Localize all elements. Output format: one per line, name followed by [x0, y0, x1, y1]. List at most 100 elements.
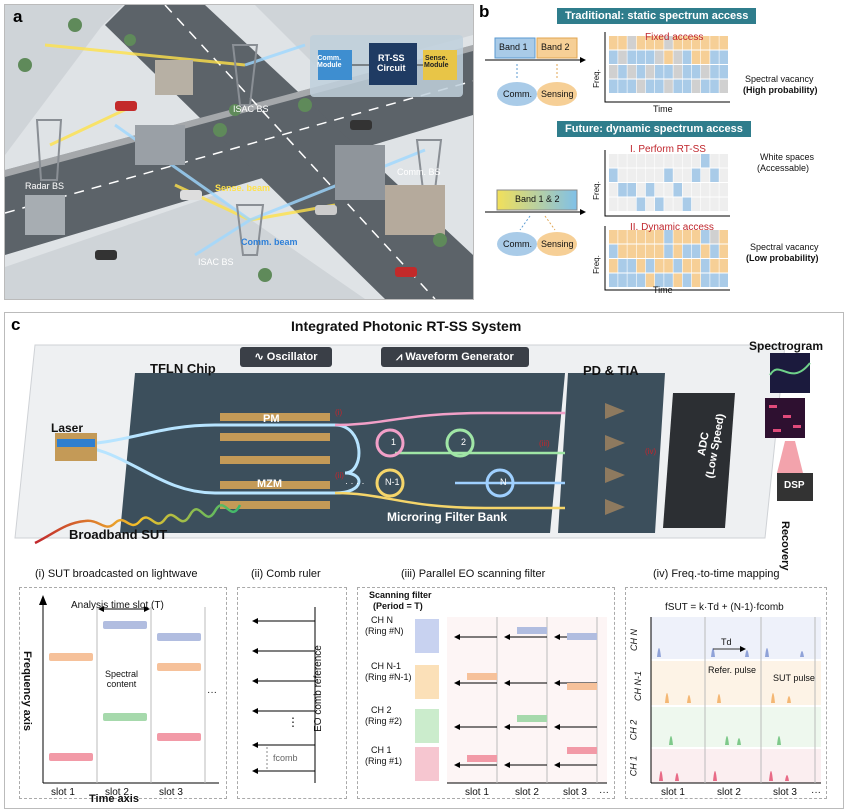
spectrum-cell — [719, 36, 728, 50]
band12-label: Band 1 & 2 — [515, 194, 560, 204]
spectrum-cell — [636, 273, 646, 287]
spectrum-cell — [691, 79, 701, 93]
comm-beam-label: Comm. beam — [241, 237, 298, 247]
ring-label: (Ring #2) — [365, 716, 403, 726]
low-probability-label: (Low probability) — [746, 253, 819, 263]
spectrum-cell — [609, 65, 618, 79]
sub-iv-ellipsis: ··· — [811, 787, 821, 798]
spectrum-cell — [710, 230, 719, 244]
spectrum-cell — [691, 244, 701, 258]
spectrum-cell — [627, 183, 636, 197]
sub-i-ellipsis: ··· — [207, 687, 217, 698]
spectrum-cell — [691, 183, 701, 197]
spectrogram-label: Spectrogram — [749, 339, 824, 353]
sub-i-title: (i) SUT broadcasted on lightwave — [35, 568, 198, 580]
spectrum-cell — [710, 36, 719, 50]
sub-iii-title: (iii) Parallel EO scanning filter — [401, 568, 546, 580]
period-label: (Period = T) — [373, 601, 423, 611]
spectrum-cell — [673, 244, 682, 258]
spectrum-cell — [618, 230, 627, 244]
band2-label: Band 2 — [541, 42, 570, 52]
ring-label: (Ring #N) — [365, 626, 404, 636]
frequency-axis-label: Frequency axis — [21, 650, 34, 732]
spectrum-cell — [673, 50, 682, 64]
channel-label: CH N — [371, 615, 393, 625]
spectrum-cell — [609, 259, 618, 273]
spectrum-cell — [645, 244, 655, 258]
channel-label: CH 2 — [371, 705, 392, 715]
spectrum-cell — [655, 168, 664, 182]
spectrum-cell — [655, 197, 664, 211]
spectrum-cell — [691, 273, 701, 287]
spectrum-cell — [673, 259, 682, 273]
spectrum-cell — [636, 197, 646, 211]
accessable-label: (Accessable) — [757, 163, 810, 173]
recovery-label: Recovery — [779, 521, 791, 571]
oscillator-box: ∿ Oscillator — [240, 347, 332, 367]
future-title: Future: dynamic spectrum access — [557, 121, 751, 137]
spectrum-cell — [618, 154, 627, 168]
spectrum-cell — [673, 65, 682, 79]
sub-iv-slot-3: slot 3 — [773, 787, 797, 798]
spectrum-cell — [664, 50, 673, 64]
spectrum-cell — [655, 244, 664, 258]
microring-bank-label: Microring Filter Bank — [387, 510, 508, 524]
oscillator-icon: ∿ — [254, 351, 267, 363]
marker-i: (i) — [335, 408, 343, 417]
spectrum-cell — [627, 197, 636, 211]
spectrum-cell — [645, 79, 655, 93]
spectrum-cell — [627, 50, 636, 64]
sub-iv-slot-2: slot 2 — [717, 787, 741, 798]
sub-iv-frame — [625, 587, 827, 799]
spectrum-cell — [655, 50, 664, 64]
freq-axis-label-1: Freq. — [591, 69, 601, 88]
freq-axis-label-2: Freq. — [591, 181, 601, 200]
marker-iii: (iii) — [539, 439, 550, 448]
spectrum-cell — [636, 154, 646, 168]
spectrum-cell — [673, 36, 682, 50]
ring-n-label: N — [500, 477, 507, 487]
traditional-title: Traditional: static spectrum access — [557, 8, 757, 24]
eo-comb-label: EO comb reference — [312, 645, 324, 732]
spectrum-cell — [719, 230, 728, 244]
spectrum-cell — [710, 273, 719, 287]
spectrum-cell — [664, 65, 673, 79]
mzm-label: MZM — [257, 478, 283, 490]
ring-dots: · · · · — [345, 478, 365, 488]
spectrum-cell — [673, 230, 682, 244]
spectrum-cell — [627, 154, 636, 168]
spectrum-cell — [691, 168, 701, 182]
panel-letter-c: c — [11, 315, 21, 334]
spectrum-cell — [701, 183, 710, 197]
spectrum-cell — [627, 79, 636, 93]
spectrum-cell — [664, 154, 673, 168]
spectrum-cell — [655, 183, 664, 197]
spectrum-cell — [636, 65, 646, 79]
sense-module-label: Sense. Module — [424, 55, 449, 69]
spectrum-cell — [655, 273, 664, 287]
panel-b: b Traditional: static spectrum access Fu… — [475, 2, 842, 298]
spectrum-cell — [636, 259, 646, 273]
spectrum-cell — [627, 36, 636, 50]
waveform-generator-box: ⩘ Waveform Generator — [381, 347, 529, 367]
spectrum-cell — [618, 50, 627, 64]
spectrum-cell — [627, 244, 636, 258]
marker-iv: (iv) — [645, 447, 657, 456]
sub-iii-plot — [415, 617, 607, 784]
spectrum-cell — [664, 273, 673, 287]
sub-i-slot-1: slot 1 — [51, 787, 75, 798]
spectrum-cell — [719, 79, 728, 93]
panel-b-graphics — [485, 32, 730, 291]
panel-a: a Comm. Module RT-SS Circuit Sense. Modu… — [4, 4, 474, 300]
chip-illustration — [14, 344, 813, 545]
isac-bs-bottom-label: ISAC BS — [198, 257, 234, 267]
pm-label: PM — [263, 413, 280, 425]
dsp-label: DSP — [784, 480, 805, 491]
comm-module-label: Comm. Module — [317, 55, 342, 69]
spectrum-cell — [710, 259, 719, 273]
spectrum-cell — [719, 50, 728, 64]
spectrum-cell — [682, 168, 692, 182]
spectrum-cell — [701, 65, 710, 79]
refer-pulse-label: Refer. pulse — [708, 665, 757, 675]
spectrum-cell — [682, 154, 692, 168]
